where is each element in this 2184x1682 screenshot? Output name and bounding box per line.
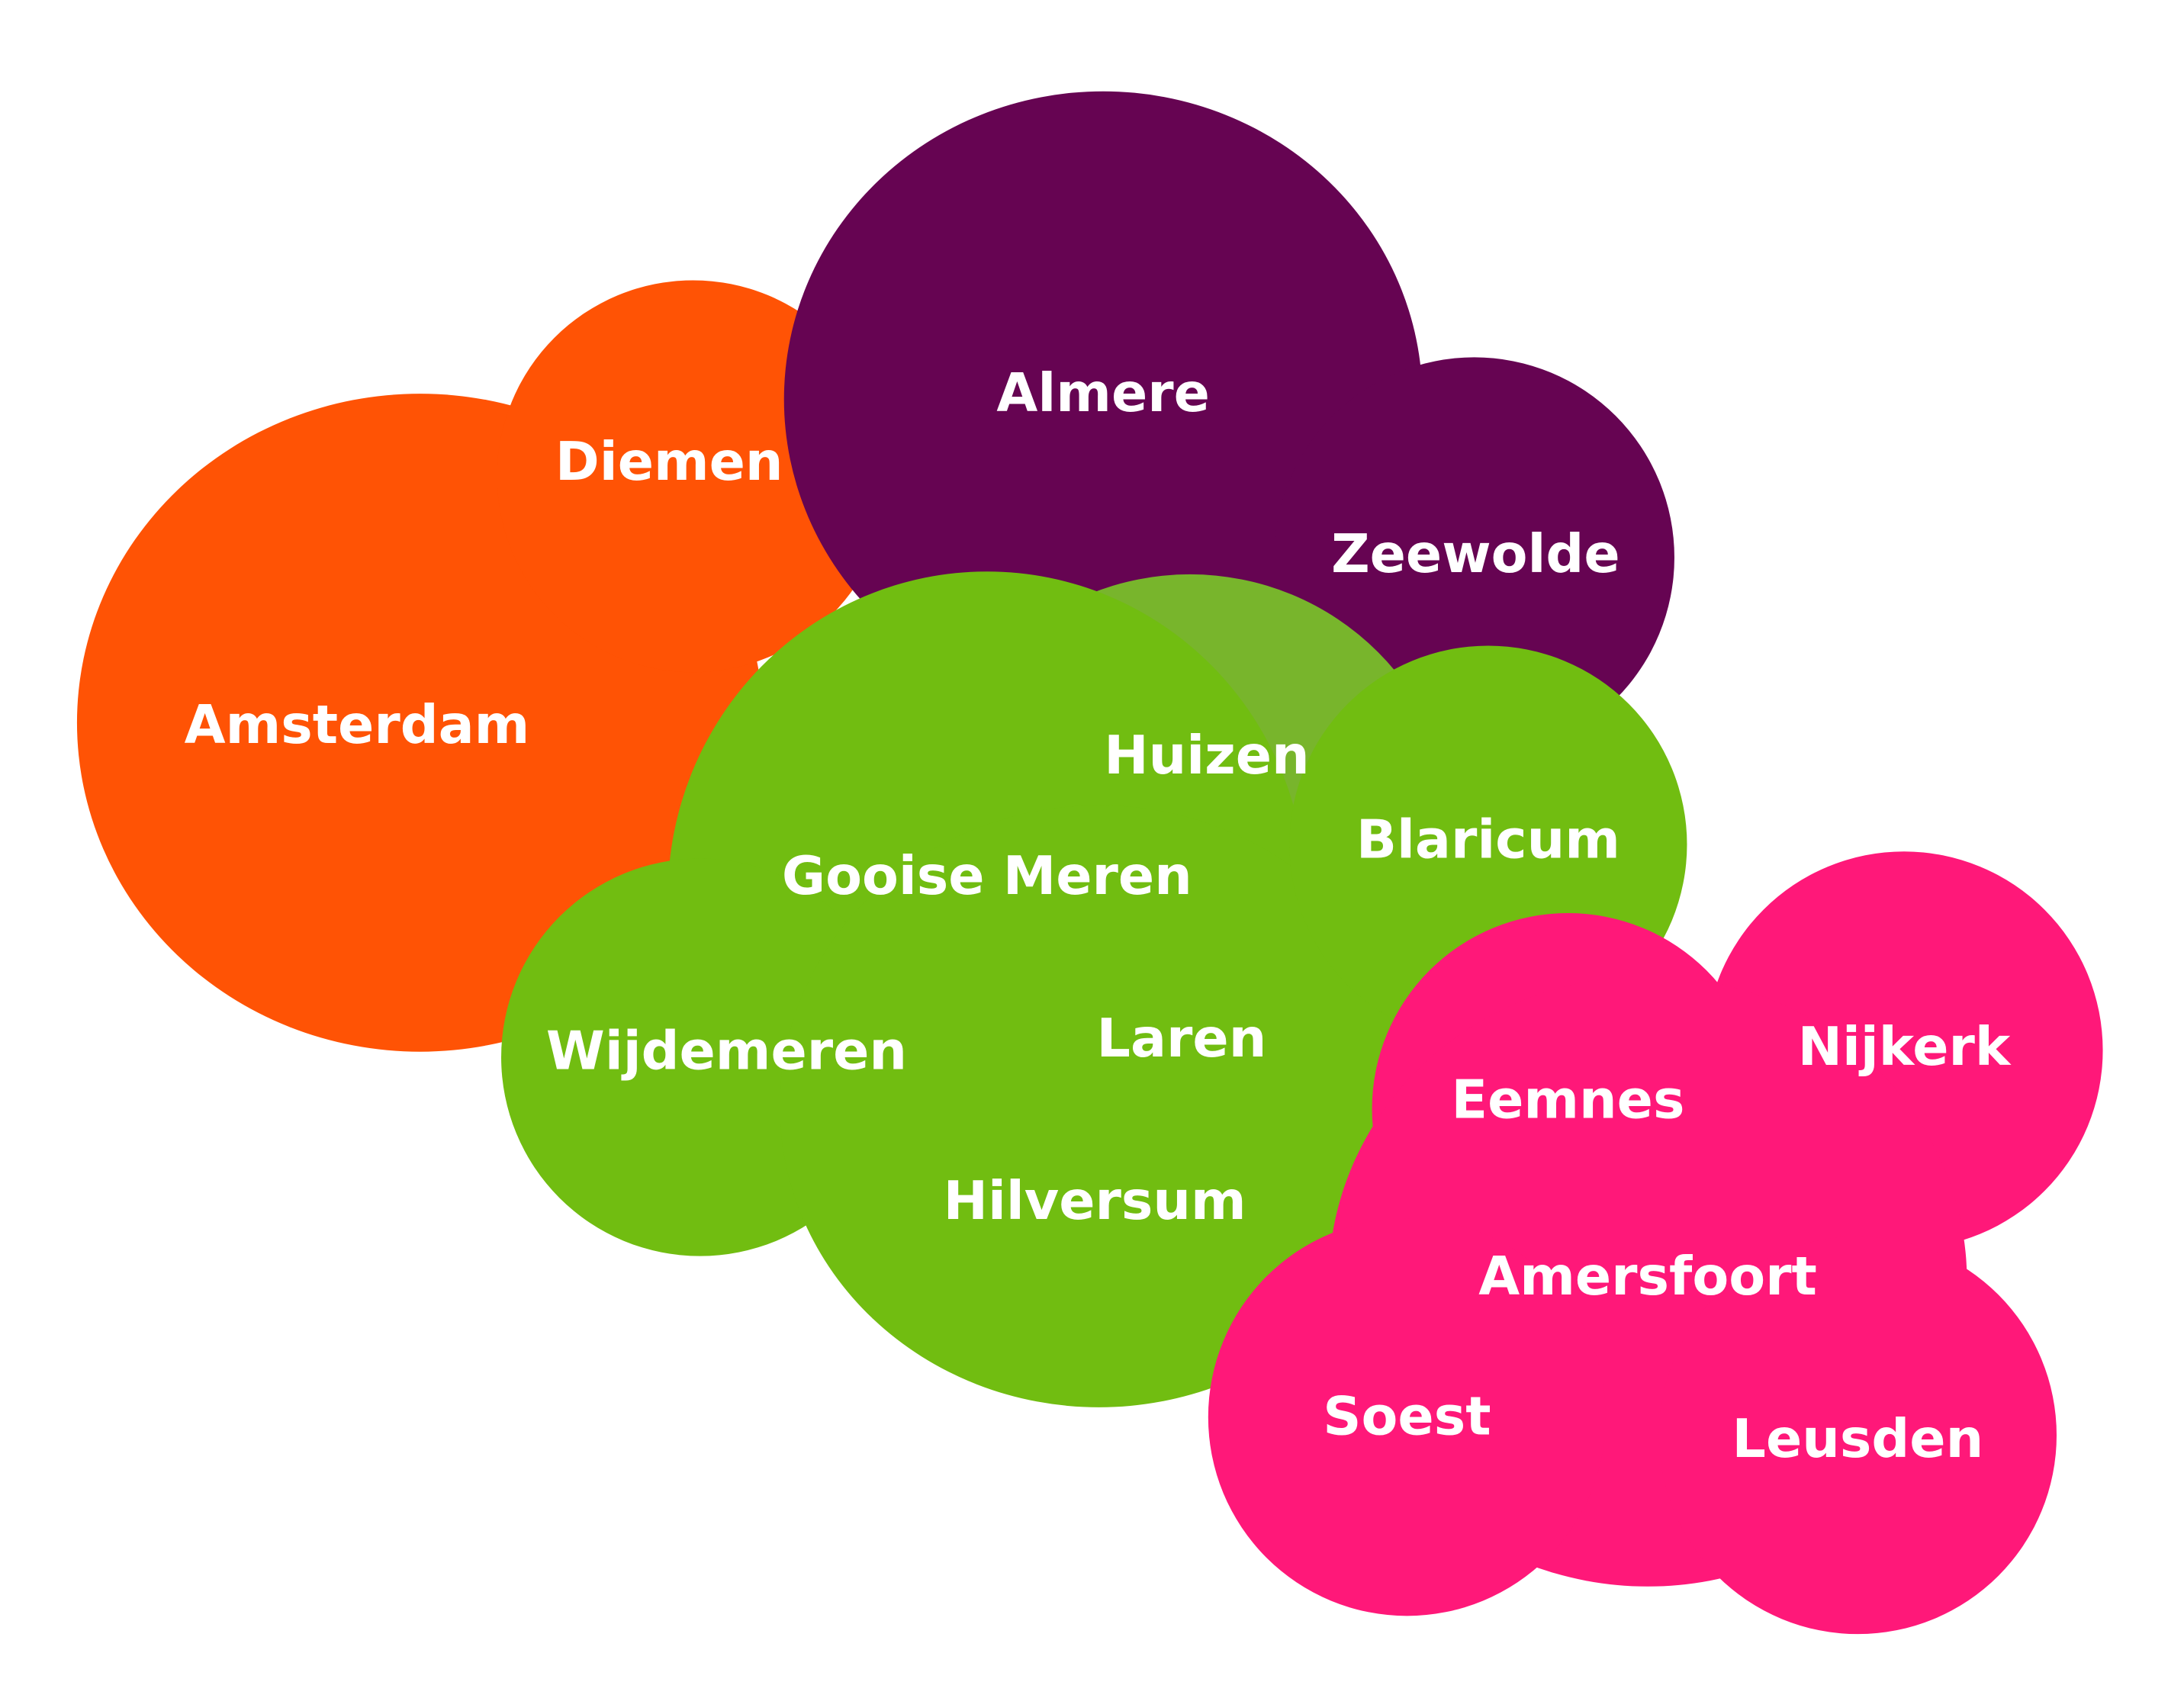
- bubble-almere: [783, 91, 1423, 708]
- label-huizen: Huizen: [1104, 725, 1309, 786]
- labels: Amsterdam Diemen Almere Zeewolde Huizen …: [185, 362, 2012, 1470]
- label-leusden: Leusden: [1732, 1408, 1984, 1470]
- label-zeewolde: Zeewolde: [1331, 523, 1620, 585]
- bubble-leusden: [1658, 1236, 2057, 1635]
- label-wijdemeren: Wijdemeren: [546, 1020, 907, 1082]
- label-gooise-meren: Gooise Meren: [782, 845, 1192, 907]
- bubble-hilversum: [780, 805, 1419, 1407]
- bubble-soest: [1208, 1218, 1607, 1616]
- cluster-green: [501, 571, 1687, 1407]
- cluster-pink: [1208, 851, 2103, 1635]
- label-amersfoort: Amersfoort: [1478, 1246, 1817, 1307]
- label-nijkerk: Nijkerk: [1798, 1016, 2012, 1078]
- label-hilversum: Hilversum: [944, 1170, 1246, 1232]
- label-amsterdam: Amsterdam: [185, 694, 530, 756]
- label-laren: Laren: [1097, 1008, 1267, 1069]
- label-diemen: Diemen: [555, 431, 783, 493]
- label-almere: Almere: [996, 362, 1209, 424]
- label-eemnes: Eemnes: [1451, 1069, 1684, 1131]
- label-blaricum: Blaricum: [1356, 809, 1620, 870]
- label-soest: Soest: [1323, 1385, 1491, 1447]
